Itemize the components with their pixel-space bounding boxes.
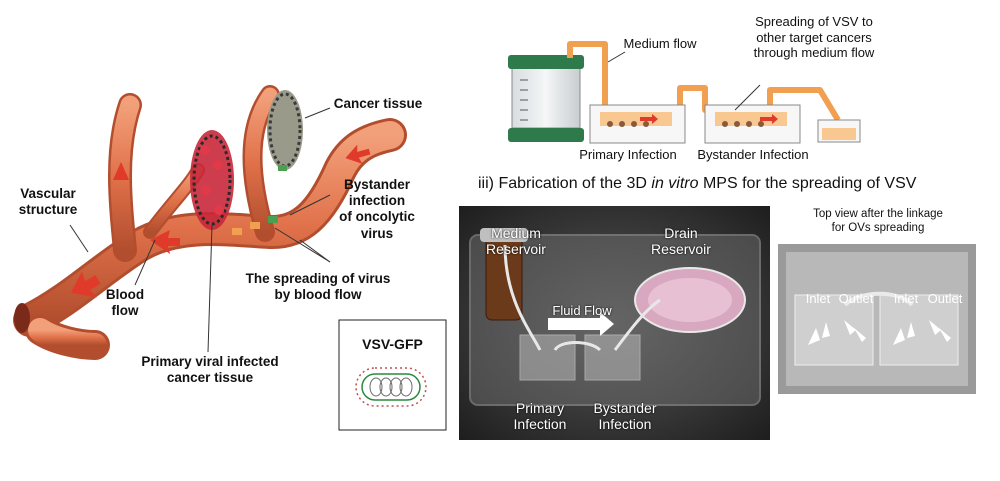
blood-flow-arrows <box>71 144 371 298</box>
fluid-flow-arrow-icon <box>548 312 614 336</box>
bystander-cancer-tissue <box>267 90 303 171</box>
top-view-outlet-2: Outlet <box>927 291 963 306</box>
label-medium-flow: Medium flow <box>623 36 697 51</box>
label-bystander-infection: Bystander infection of oncolytic virus <box>339 177 415 241</box>
medium-reservoir-icon <box>508 55 584 142</box>
virus-particle-icon <box>355 367 427 407</box>
top-view-caption: Top view after the linkage for OVs sprea… <box>813 208 943 235</box>
label-spreading-of-virus: The spreading of virus by blood flow <box>245 271 391 303</box>
primary-cancer-tissue <box>190 130 234 230</box>
top-view-photo <box>778 244 976 394</box>
label-cancer-tissue: Cancer tissue <box>333 96 423 111</box>
vsv-gfp-box <box>338 319 447 431</box>
top-view-inlet-1: Inlet <box>805 291 831 306</box>
label-vascular-structure: Vascular structure <box>18 186 78 218</box>
label-primary-infected-tissue: Primary viral infected cancer tissue <box>141 354 279 386</box>
photo-label-medium-reservoir: Medium Reservoir <box>486 225 546 258</box>
schematic-leaders <box>607 51 761 111</box>
top-view-outlet-1: Outlet <box>838 291 874 306</box>
leader-lines <box>69 107 331 353</box>
top-view-inlet-2: Inlet <box>893 291 919 306</box>
label-blood-flow: Blood flow <box>105 287 145 319</box>
photo-label-bystander-infection: Bystander Infection <box>593 400 657 433</box>
photo-label-primary-infection: Primary Infection <box>513 400 567 433</box>
label-bystander-infection-schematic: Bystander Infection <box>697 147 809 162</box>
vsv-gfp-title: VSV-GFP <box>362 336 423 352</box>
label-spreading-note: Spreading of VSV to other target cancers… <box>753 14 875 61</box>
label-primary-infection: Primary Infection <box>579 147 677 162</box>
vascular-structure <box>13 85 407 360</box>
mps-photo <box>459 206 770 440</box>
infection-chambers <box>589 104 861 144</box>
cell-marker-arrows <box>808 320 951 345</box>
section-title: iii) Fabrication of the 3D in vitro MPS … <box>478 175 917 192</box>
photo-label-drain-reservoir: Drain Reservoir <box>651 225 711 258</box>
photo-label-fluid-flow: Fluid Flow <box>552 303 612 318</box>
